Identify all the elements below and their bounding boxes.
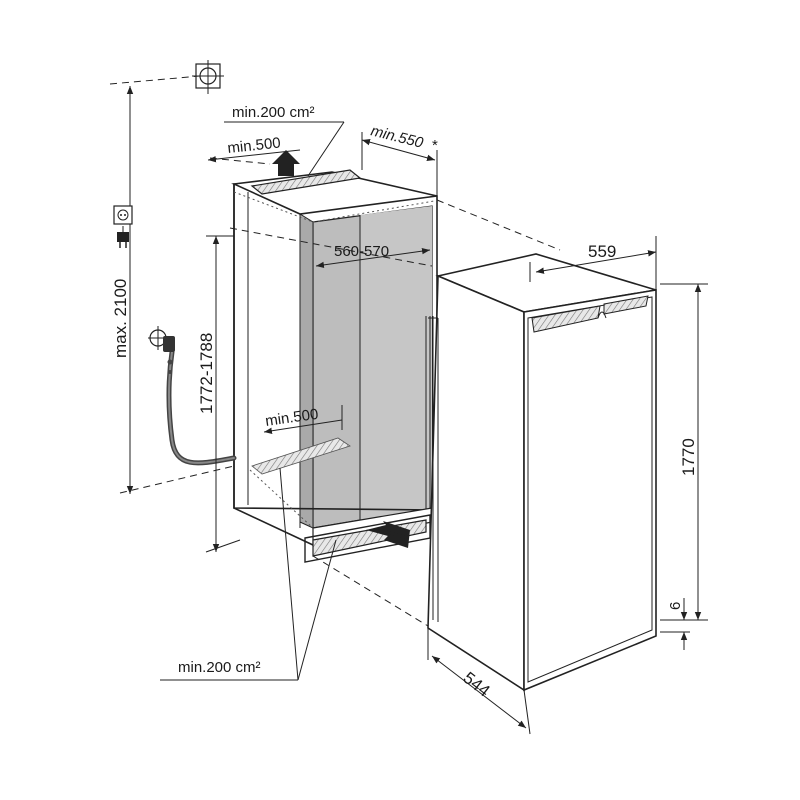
appliance-width-label: 559 [588, 242, 616, 261]
water-tap-icon [148, 326, 175, 374]
bottom-vent-area-label: min.200 cm² [178, 659, 261, 676]
appliance-width-dimension: 559 [529, 236, 657, 290]
top-vent-area-callout: min.200 cm² [224, 104, 345, 177]
appliance-depth-label: 544 [460, 668, 494, 700]
appliance-height-dimension: 1770 [660, 283, 708, 621]
bottom-rear-vent [251, 437, 351, 475]
max-socket-height-label: max. 2100 [111, 279, 130, 358]
crosshair-icon [192, 60, 224, 94]
niche-height-dimension: 1772-1788 [197, 235, 241, 553]
niche-height-label: 1772-1788 [197, 333, 216, 414]
top-vent-depth-dimension: min.500 [207, 134, 301, 176]
bottom-vent-area-callout: min.200 cm² [160, 467, 337, 681]
appliance-left-side [427, 274, 525, 692]
power-socket-icon [113, 205, 133, 225]
niche-cabinet [231, 169, 441, 563]
appliance-door-front [523, 289, 657, 692]
airflow-arrow-icon [272, 150, 300, 176]
plinth-offset-label: 6 [667, 602, 684, 610]
niche-left-edge [233, 184, 314, 546]
top-vent-area-label: min.200 cm² [232, 104, 315, 121]
niche-width-dimension: 560-570 [315, 243, 431, 269]
water-connection [148, 326, 237, 466]
appliance [427, 253, 657, 692]
niche-left-side-wall [299, 213, 314, 529]
plinth-offset-dimension: 6 [660, 598, 690, 650]
top-clearance-mark: * [432, 137, 438, 154]
power-plug-icon [117, 226, 129, 248]
appliance-height-label: 1770 [679, 438, 698, 476]
niche-right-inner [360, 206, 432, 520]
max-height-dimension: max. 2100 [111, 86, 134, 494]
plinth-airflow-arrow-icon [366, 521, 410, 548]
niche-width-label: 560-570 [334, 243, 389, 260]
top-vent-depth-label: min.500 [227, 134, 282, 156]
top-clearance-label: min.550 [369, 122, 426, 152]
top-vent-grille [250, 169, 362, 195]
